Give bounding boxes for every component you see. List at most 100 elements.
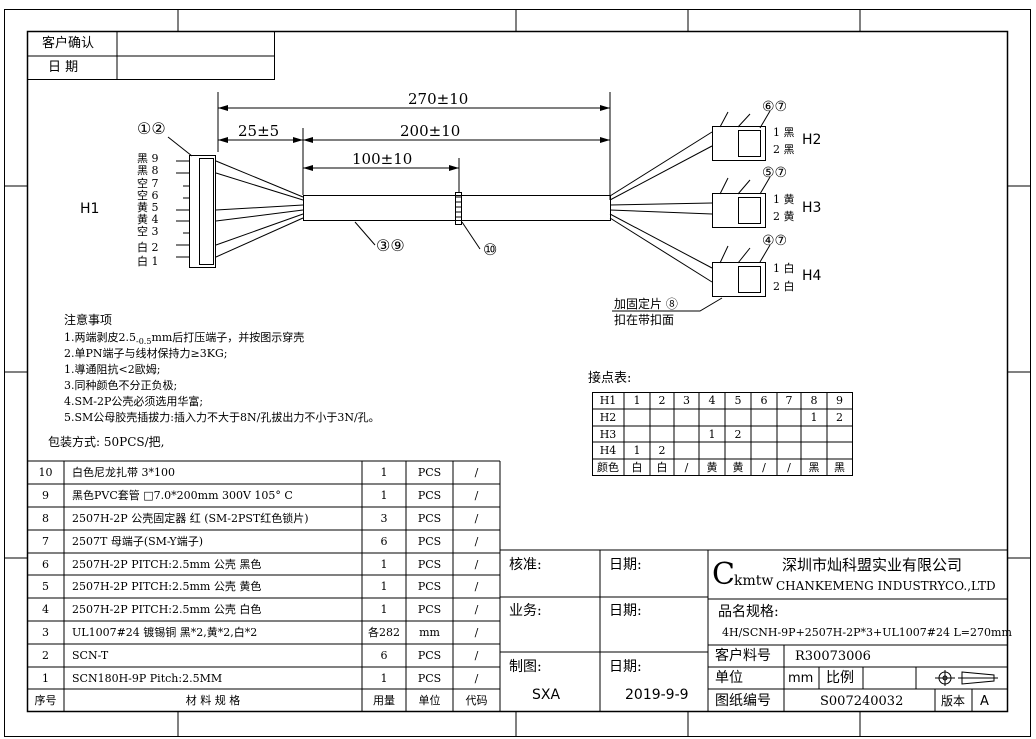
label-h3: H3	[802, 200, 822, 216]
contact-cell: 1	[633, 394, 641, 407]
company-name-cn: 深圳市灿科盟实业有限公司	[782, 556, 963, 574]
contact-cell: /	[684, 461, 689, 474]
callout-10: ⑩	[483, 240, 498, 259]
bom-cell: 2507H-2P PITCH:2.5mm 公壳 黄色	[72, 580, 262, 593]
bom-cell: 5	[42, 580, 49, 593]
unit-label: 单位	[715, 670, 743, 686]
bom-cell: 白色尼龙扎带 3*100	[72, 466, 175, 479]
note-line-3: 1.導通阻抗<2歐姆;	[64, 363, 161, 376]
bom-cell: 7	[42, 535, 49, 548]
h1-pin-3: 空 3	[137, 225, 159, 238]
bom-cell: 2507H-2P 公壳固定器 红 (SM-2PST红色锁片)	[72, 512, 309, 525]
check-date-label: 日期:	[609, 557, 642, 573]
drawing-no: S007240032	[820, 694, 904, 709]
company-name-en: CHANKEMENG INDUSTRYCO.,LTD	[776, 579, 996, 593]
contact-cell: 黄	[732, 461, 744, 474]
note-line-1: 1.两端剥皮2.5-0.5mm后打压端子，并按图示穿壳	[64, 331, 305, 346]
bom-cell: 1	[380, 466, 388, 479]
bom-cell: /	[474, 535, 479, 548]
part-label: 客户料号	[715, 648, 771, 664]
h1-pin-2: 白 2	[137, 241, 159, 254]
h4-pin-2: 2 白	[773, 280, 795, 293]
contact-cell: 颜色	[597, 461, 619, 474]
bom-cell: PCS	[417, 466, 442, 479]
logo-c: C	[712, 557, 735, 592]
contact-cell: 白	[656, 461, 668, 474]
bom-cell: 各282	[368, 626, 400, 639]
callout-5-7: ⑤⑦	[762, 165, 788, 181]
bom-cell: PCS	[417, 558, 442, 571]
bom-cell: /	[474, 466, 479, 479]
contact-cell: 3	[683, 394, 690, 407]
spec-value: 4H/SCNH-9P+2507H-2P*3+UL1007#24 L=270mm	[722, 626, 1012, 639]
contact-cell: 6	[760, 394, 768, 407]
label-h2: H2	[802, 132, 822, 148]
bom-cell: PCS	[417, 489, 442, 502]
contact-cell: 5	[734, 394, 742, 407]
contact-cell: H1	[599, 394, 617, 407]
contact-cell: H4	[599, 444, 617, 457]
business-label: 业务:	[509, 603, 542, 619]
contact-cell: /	[762, 461, 766, 474]
bom-cell: /	[474, 603, 479, 616]
h4-pin-1: 1 白	[773, 262, 795, 275]
drawn-date-label: 日期:	[609, 659, 642, 675]
bom-cell: /	[474, 489, 479, 502]
dim-total: 270±10	[408, 90, 469, 108]
h1-pin-6: 空 6	[137, 189, 159, 202]
bom-cell: 1	[380, 580, 388, 593]
bom-cell: /	[474, 649, 479, 662]
contact-cell: 4	[708, 394, 716, 407]
bom-cell: PCS	[417, 672, 442, 685]
contact-cell: 7	[785, 394, 793, 407]
note-line-4: 3.同种颜色不分正负极;	[64, 379, 178, 392]
check-label: 核准:	[509, 557, 542, 573]
drawn-date: 2019-9-9	[625, 687, 689, 703]
bom-header-cell: 代码	[465, 694, 488, 707]
bom-cell: 2507H-2P PITCH:2.5mm 公壳 黑色	[72, 558, 262, 571]
contact-cell: 9	[836, 394, 843, 407]
bom-cell: 黑色PVC套管 □7.0*200mm 300V 105° C	[72, 489, 293, 502]
bom-cell: UL1007#24 镀锡铜 黑*2,黄*2,白*2	[72, 626, 258, 639]
bom-header-cell: 单位	[418, 694, 441, 707]
bom-cell: PCS	[417, 649, 442, 662]
bom-cell: 1	[42, 672, 49, 685]
bom-cell: PCS	[417, 580, 442, 593]
bom-cell: 2507H-2P PITCH:2.5mm 公壳 白色	[72, 603, 262, 616]
version-value: A	[980, 694, 989, 709]
bom-cell: SCN-T	[72, 649, 109, 662]
contact-cell: 白	[631, 461, 643, 474]
note-line-5: 4.SM-2P公壳必须选用华富;	[64, 395, 204, 408]
spec-label: 品名规格:	[718, 604, 779, 620]
h2-pin-2: 2 黑	[773, 143, 795, 156]
label-h1: H1	[80, 201, 100, 217]
bom-cell: SCN180H-9P Pitch:2.5MM	[72, 672, 223, 685]
clip-note-1: 加固定片 ⑧	[614, 297, 678, 311]
contact-cell: 1	[810, 411, 818, 424]
contact-cell: 黑	[808, 461, 820, 474]
clip-note-2: 扣在带扣面	[614, 313, 675, 327]
bom-cell: 1	[380, 558, 388, 571]
contact-table-title: 接点表:	[588, 371, 632, 386]
dim-left: 25±5	[238, 122, 280, 140]
bom-cell: 9	[42, 489, 49, 502]
bom-cell: /	[474, 558, 479, 571]
contact-cell: H2	[599, 411, 617, 424]
logo-text: kmtw	[734, 573, 774, 589]
packing-note: 包装方式: 50PCS/把,	[48, 435, 165, 449]
h1-pin-1: 白 1	[137, 255, 159, 268]
bom-cell: 3	[380, 512, 388, 525]
bom-cell: 6	[380, 535, 388, 548]
date-label: 日 期	[48, 60, 79, 75]
bom-cell: 2507T 母端子(SM-Y端子)	[72, 535, 203, 548]
h1-pin-4: 黄 4	[137, 213, 159, 226]
bom-header-cell: 用量	[373, 694, 395, 707]
bom-cell: 10	[38, 466, 53, 479]
bom-cell: 1	[380, 672, 388, 685]
customer-confirm-label: 客户确认	[42, 36, 95, 51]
bom-cell: PCS	[417, 512, 442, 525]
bom-cell: /	[474, 626, 479, 639]
bom-cell: 6	[42, 558, 49, 571]
contact-cell: 黄	[706, 461, 718, 474]
